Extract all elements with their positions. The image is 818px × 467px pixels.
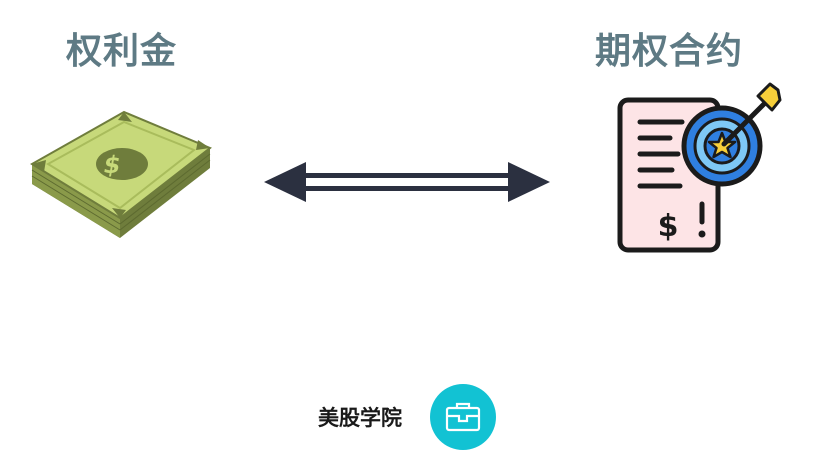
money-stack-icon: $ bbox=[30, 110, 212, 238]
premium-label: 权利金 bbox=[66, 31, 178, 72]
briefcase-icon bbox=[445, 402, 481, 432]
svg-text:$: $ bbox=[101, 151, 123, 179]
brand-name: 美股学院 bbox=[318, 406, 402, 430]
svg-text:$: $ bbox=[658, 209, 679, 244]
brand-footer: 美股学院 bbox=[318, 384, 496, 450]
option-contract-label: 期权合约 bbox=[595, 31, 744, 72]
brand-badge bbox=[430, 384, 496, 450]
double-arrow-icon bbox=[264, 162, 550, 202]
contract-target-icon: $ bbox=[617, 82, 782, 253]
